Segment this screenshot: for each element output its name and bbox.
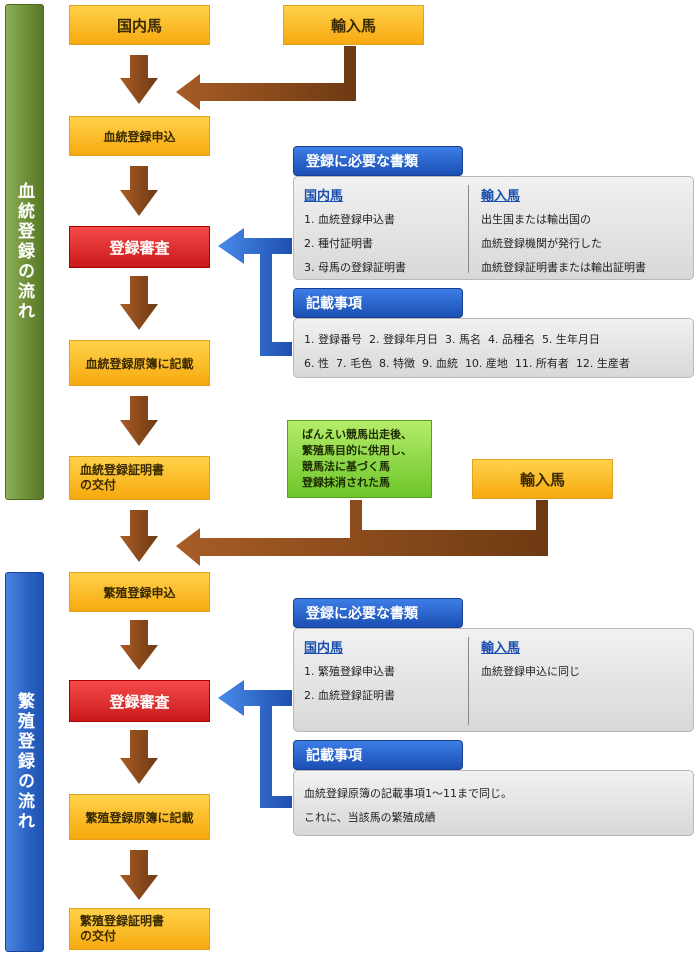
domestic-horse-label: 国内馬: [116, 16, 162, 35]
retired-racehorse-line: 繁殖馬目的に供用し、: [302, 444, 412, 457]
down-arrow-icon: [120, 276, 158, 330]
imported-horse-label: 輸入馬: [330, 16, 376, 35]
pedigree-cert-line2: の交付: [80, 478, 117, 492]
docs-title-2: 登録に必要な書類: [293, 598, 463, 628]
imported-horse-box-2: 輸入馬: [472, 459, 613, 499]
left-arrow-icon: [218, 680, 292, 808]
docs-title-1-label: 登録に必要な書類: [306, 154, 418, 170]
retired-racehorse-box: ばんえい競馬出走後、 繁殖馬目的に供用し、 競馬法に基づく馬 登録抹消された馬: [287, 420, 432, 498]
breeding-record-label: 繁殖登録原簿に記載: [85, 810, 194, 825]
pedigree-cert-box: 血統登録証明書 の交付: [69, 456, 210, 500]
breeding-cert-box: 繁殖登録証明書 の交付: [69, 908, 210, 950]
pedigree-record-box: 血統登録原簿に記載: [69, 340, 210, 386]
pedigree-cert-line1: 血統登録証明書: [80, 463, 165, 477]
entries-row: 血統登録原簿の記載事項1～11まで同じ。: [304, 787, 512, 800]
breeding-cert-line1: 繁殖登録証明書: [80, 914, 165, 928]
divider: [468, 637, 469, 725]
entries-title-2-label: 記載事項: [306, 748, 362, 764]
left-arrow-icon: [176, 500, 548, 566]
entries-row: これに、当該馬の繁殖成績: [304, 811, 436, 824]
docs-domestic-item: 1. 繁殖登録申込書: [304, 665, 395, 678]
docs-domestic-item: 1. 血統登録申込書: [304, 213, 395, 226]
entries-panel-1: 1. 登録番号 2. 登録年月日 3. 馬名 4. 品種名 5. 生年月日 6.…: [293, 318, 694, 378]
docs-title-1: 登録に必要な書類: [293, 146, 463, 176]
down-arrow-icon: [120, 620, 158, 670]
down-arrow-icon: [120, 166, 158, 216]
breeding-apply-box: 繁殖登録申込: [69, 572, 210, 612]
docs-domestic-head-1: 国内馬: [304, 189, 344, 204]
flow1-sidebar: 血統登録の流れ: [5, 4, 44, 500]
pedigree-apply-label: 血統登録申込: [103, 129, 176, 144]
docs-imported-head-1: 輸入馬: [481, 189, 521, 204]
review-label-2: 登録審査: [109, 692, 170, 711]
docs-domestic-item: 3. 母馬の登録証明書: [304, 261, 406, 274]
left-arrow-icon: [176, 46, 356, 110]
docs-domestic-item: 2. 種付証明書: [304, 237, 373, 250]
divider: [468, 185, 469, 273]
docs-imported-line: 血統登録証明書または輸出証明書: [481, 261, 646, 274]
entries-row: 1. 登録番号 2. 登録年月日 3. 馬名 4. 品種名 5. 生年月日: [304, 333, 600, 346]
imported-horse-label-2: 輸入馬: [519, 470, 565, 489]
docs-imported-line: 血統登録機関が発行した: [481, 237, 602, 250]
entries-panel-2: 血統登録原簿の記載事項1～11まで同じ。 これに、当該馬の繁殖成績: [293, 770, 694, 836]
domestic-horse-box: 国内馬: [69, 5, 210, 45]
breeding-record-box: 繁殖登録原簿に記載: [69, 794, 210, 840]
entries-title-1-label: 記載事項: [306, 296, 362, 312]
breeding-cert-line2: の交付: [80, 929, 117, 943]
review-box-2: 登録審査: [69, 680, 210, 722]
review-box-1: 登録審査: [69, 226, 210, 268]
docs-imported-line: 血統登録申込に同じ: [481, 665, 580, 678]
docs-panel-2: 国内馬 1. 繁殖登録申込書 2. 血統登録証明書 輸入馬 血統登録申込に同じ: [293, 628, 694, 732]
down-arrow-icon: [120, 55, 158, 104]
retired-racehorse-line: 登録抹消された馬: [302, 476, 390, 489]
entries-row: 6. 性 7. 毛色 8. 特徴 9. 血統 10. 産地 11. 所有者 12…: [304, 357, 630, 370]
down-arrow-icon: [120, 396, 158, 446]
docs-domestic-item: 2. 血統登録証明書: [304, 689, 395, 702]
flow2-sidebar: 繁殖登録の流れ: [5, 572, 44, 952]
flow2-sidebar-label: 繁殖登録の流れ: [14, 692, 34, 832]
entries-title-1: 記載事項: [293, 288, 463, 318]
pedigree-record-label: 血統登録原簿に記載: [85, 356, 194, 371]
retired-racehorse-line: ばんえい競馬出走後、: [302, 428, 412, 441]
down-arrow-icon: [120, 850, 158, 900]
docs-imported-line: 出生国または輸出国の: [481, 213, 591, 226]
imported-horse-box: 輸入馬: [283, 5, 424, 45]
docs-imported-head-2: 輸入馬: [481, 641, 521, 656]
down-arrow-icon: [120, 510, 158, 562]
docs-title-2-label: 登録に必要な書類: [306, 606, 418, 622]
docs-panel-1: 国内馬 1. 血統登録申込書 2. 種付証明書 3. 母馬の登録証明書 輸入馬 …: [293, 176, 694, 280]
down-arrow-icon: [120, 730, 158, 784]
pedigree-apply-box: 血統登録申込: [69, 116, 210, 156]
review-label-1: 登録審査: [109, 238, 170, 257]
entries-title-2: 記載事項: [293, 740, 463, 770]
flow1-sidebar-label: 血統登録の流れ: [14, 182, 34, 322]
breeding-apply-label: 繁殖登録申込: [103, 585, 176, 600]
docs-domestic-head-2: 国内馬: [304, 641, 344, 656]
retired-racehorse-line: 競馬法に基づく馬: [302, 460, 390, 473]
left-arrow-icon: [218, 228, 292, 356]
